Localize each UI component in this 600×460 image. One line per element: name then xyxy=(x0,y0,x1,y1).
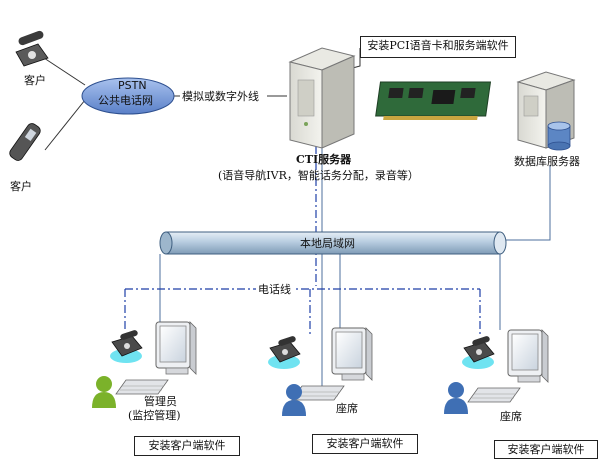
pstn-sublabel: 公共电话网 xyxy=(98,94,153,107)
admin-role-sublabel: (监控管理) xyxy=(128,409,181,422)
admin-desk-phone-icon xyxy=(109,328,143,364)
customer-label-1: 客户 xyxy=(24,74,46,87)
agent1-desk-phone-icon xyxy=(267,334,301,370)
admin-role-label: 管理员 xyxy=(144,395,177,408)
db-server-label: 数据库服务器 xyxy=(514,155,580,168)
cti-card-callout: 安装PCI语音卡和服务端软件 xyxy=(360,36,516,58)
admin-software-box: 安装客户端软件 xyxy=(134,436,240,456)
pstn-label: PSTN xyxy=(118,79,147,92)
pstn-cloud xyxy=(81,77,175,115)
agent2-software-box: 安装客户端软件 xyxy=(494,440,598,459)
agent2-role-label: 座席 xyxy=(500,410,522,423)
admin-person-icon xyxy=(92,376,116,408)
phone-line-label: 电话线 xyxy=(256,283,293,296)
cti-server-functions: (语音导航IVR，智能话务分配，录音等） xyxy=(218,169,419,182)
agent2-desk-phone-icon xyxy=(461,334,495,370)
customer1-link xyxy=(43,57,86,86)
db-lan-link xyxy=(505,165,551,241)
trunk-label: 模拟或数字外线 xyxy=(182,90,259,103)
agent2-person-icon xyxy=(444,382,468,414)
agent1-role-label: 座席 xyxy=(336,402,358,415)
cti-server-label: CTI服务器 xyxy=(296,153,352,166)
pci-voice-card-icon xyxy=(375,81,492,120)
lan-pipe xyxy=(159,231,507,255)
customer2-link xyxy=(44,99,86,151)
agent1-software-box: 安装客户端软件 xyxy=(312,434,418,454)
phone-line-network xyxy=(124,130,481,335)
agent1-pc-icon xyxy=(291,327,373,401)
customer-phone-icon-1 xyxy=(15,30,49,67)
database-cylinder-icon xyxy=(547,121,571,151)
customer-mobile-icon-2 xyxy=(9,123,41,161)
cti-server-icon xyxy=(288,47,356,149)
customer-label-2: 客户 xyxy=(10,180,32,193)
lan-label: 本地局域网 xyxy=(300,237,355,250)
